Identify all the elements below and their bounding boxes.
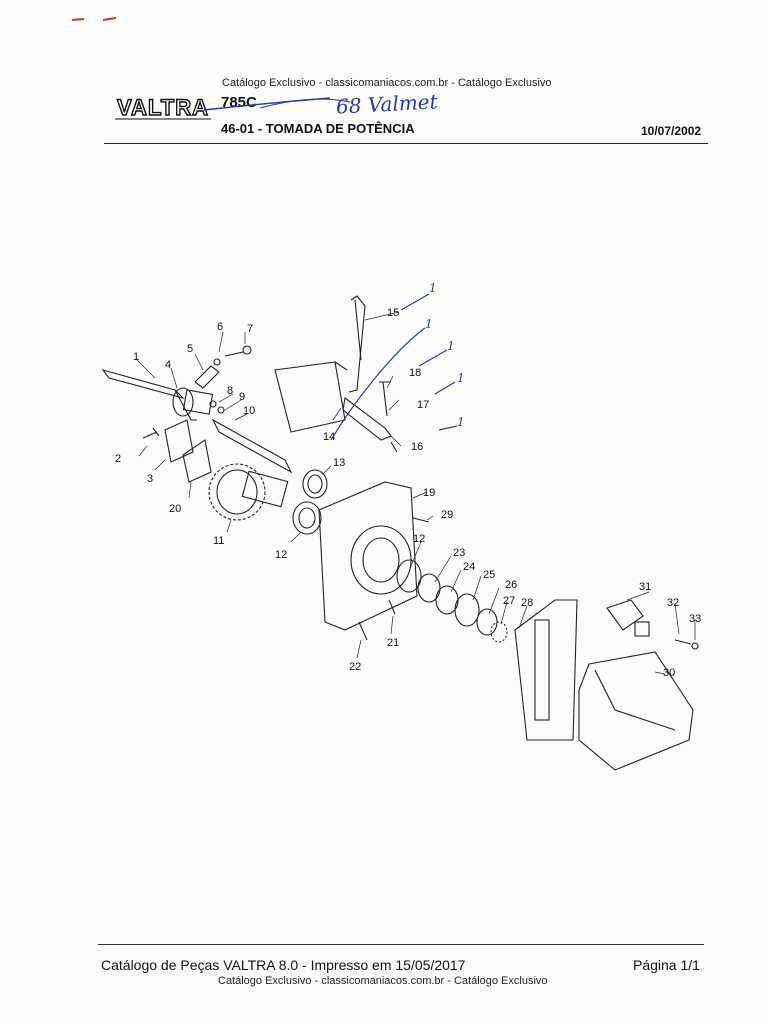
part-28-plate: [514, 599, 578, 741]
ink-mark-1: 1: [429, 281, 437, 295]
callout-12b: 12: [413, 533, 425, 545]
callout-3: 3: [147, 473, 153, 485]
part-30-cover: [578, 651, 694, 771]
footer-divider: [98, 944, 704, 945]
part-5-link: [194, 365, 220, 389]
callout-17: 17: [417, 399, 429, 411]
part-13-bearing: [302, 469, 328, 499]
part-14-bracket: [274, 361, 346, 433]
callout-27: 27: [503, 595, 515, 607]
callout-24: 24: [463, 561, 475, 573]
part-10-shaft: [211, 418, 293, 474]
callout-26: 26: [505, 579, 517, 591]
part-12-bearing: [292, 501, 322, 535]
callout-12a: 12: [275, 549, 287, 561]
callout-6: 6: [217, 321, 223, 333]
callout-19: 19: [423, 487, 435, 499]
handwritten-underline: [203, 97, 351, 111]
callout-33: 33: [689, 613, 701, 625]
callout-22: 22: [349, 661, 361, 673]
exploded-parts-diagram: 1 2 3 4 5 6 7 8 9 10 11 12 13 14 15 16 1…: [101, 281, 701, 771]
header-watermark: Catálogo Exclusivo - classicomaniacos.co…: [222, 77, 552, 89]
callout-28: 28: [521, 597, 533, 609]
callout-32: 32: [667, 597, 679, 609]
valtra-logo: VALTRA: [115, 95, 211, 121]
callout-11: 11: [213, 535, 224, 547]
part-18-pin: [379, 381, 391, 417]
callout-30: 30: [663, 667, 675, 679]
part-2-bolt: [142, 427, 160, 439]
part-16-lever: [342, 397, 392, 441]
part-4-hub: [172, 387, 194, 417]
part-3-bracket: [164, 419, 194, 463]
callout-31: 31: [639, 581, 651, 593]
ink-mark-5: 1: [457, 415, 465, 429]
callout-2: 2: [115, 453, 121, 465]
catalog-date: 10/07/2002: [641, 124, 702, 138]
callout-15: 15: [387, 307, 399, 319]
ink-mark-4: 1: [457, 371, 465, 385]
footer-watermark: Catálogo Exclusivo - classicomaniacos.co…: [218, 975, 548, 987]
callout-4: 4: [165, 359, 171, 371]
ink-mark-2: 1: [425, 317, 433, 331]
callout-13: 13: [333, 457, 345, 469]
callout-9: 9: [239, 391, 245, 403]
footer-catalog-info: Catálogo de Peças VALTRA 8.0 - Impresso …: [101, 957, 466, 973]
callout-10: 10: [243, 405, 255, 417]
part-1-lever: [101, 369, 185, 400]
callout-1: 1: [133, 351, 139, 363]
callout-25: 25: [483, 569, 495, 581]
stray-pen-marks: [71, 17, 117, 21]
callout-7: 7: [247, 323, 253, 335]
callout-8: 8: [227, 385, 233, 397]
section-title: 46-01 - TOMADA DE POTÊNCIA: [221, 121, 415, 136]
callout-29: 29: [441, 509, 453, 521]
callout-23: 23: [453, 547, 465, 559]
callout-21: 21: [387, 637, 399, 649]
ink-mark-3: 1: [447, 339, 455, 353]
part-15-rod: [348, 295, 366, 393]
callout-14: 14: [323, 431, 335, 443]
part-11-gear: [208, 463, 266, 521]
part-31-cap: [606, 599, 644, 631]
part-20-plate: [182, 439, 212, 483]
callout-16: 16: [411, 441, 423, 453]
part-19-housing: [318, 481, 418, 631]
callout-5: 5: [187, 343, 193, 355]
svg-text:VALTRA: VALTRA: [117, 95, 209, 120]
page-indicator: Página 1/1: [633, 957, 700, 973]
callout-20: 20: [169, 503, 181, 515]
callout-18: 18: [409, 367, 421, 379]
header-divider: [104, 143, 708, 144]
